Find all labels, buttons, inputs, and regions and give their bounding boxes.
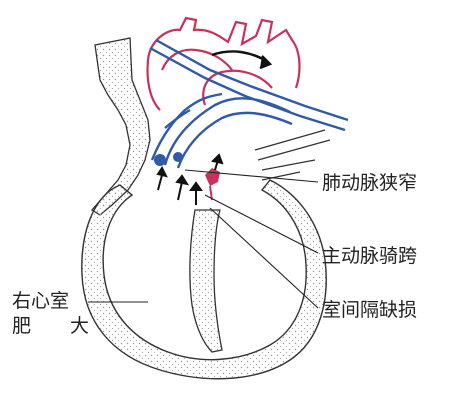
label-pulmonary-stenosis: 肺动脉狭窄 bbox=[322, 172, 417, 194]
label-vsd: 室间隔缺损 bbox=[322, 299, 417, 321]
label-overriding-aorta: 主动脉骑跨 bbox=[322, 245, 417, 267]
callout-lines bbox=[88, 169, 319, 309]
label-rvh-line2a: 肥 bbox=[12, 315, 31, 337]
label-rvh-line1: 右心室 bbox=[12, 290, 69, 312]
aorta-vessel bbox=[149, 38, 349, 169]
flow-arrow-icon bbox=[211, 50, 273, 70]
aortic-root bbox=[154, 152, 183, 166]
pulmonary-veins bbox=[254, 129, 331, 181]
label-rvh-line2b: 大 bbox=[70, 315, 89, 337]
ventricle-wall bbox=[81, 179, 327, 380]
entry-arrows bbox=[156, 153, 224, 205]
ventricular-septum bbox=[189, 209, 223, 353]
